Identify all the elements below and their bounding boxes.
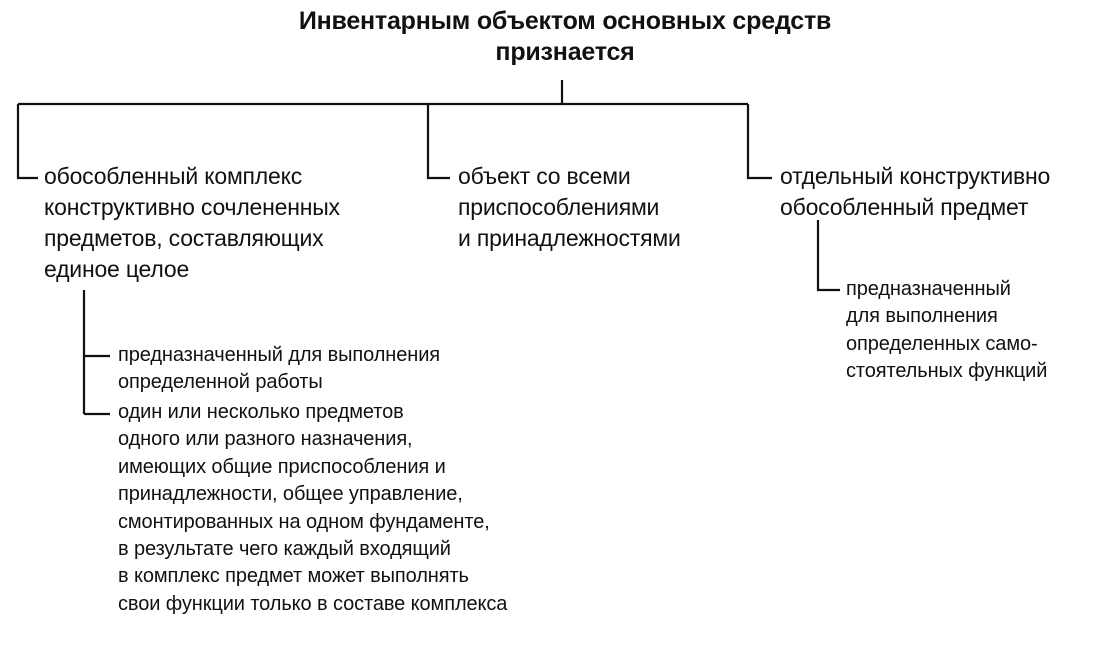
node-line: приспособлениями	[458, 194, 660, 220]
node-line: имеющих общие приспособления и	[118, 455, 446, 478]
node-line: предназначенный для выполнения	[118, 344, 441, 366]
branch-1-child-2-node: один или несколько предметов одного или …	[118, 399, 507, 618]
branch-3-connector	[746, 104, 772, 180]
node-line: определенных само-	[846, 332, 1038, 355]
node-line: свои функции только в составе комплекса	[118, 592, 508, 615]
node-line: одного или разного назначения,	[118, 428, 413, 451]
node-line: предметов, составляющих	[44, 225, 324, 251]
branch-1-connector	[16, 104, 38, 180]
branch-1-node: обособленный комплекс конструктивно сочл…	[44, 161, 340, 285]
node-line: принадлежности, общее управление,	[118, 483, 463, 506]
node-line: один или несколько предметов	[118, 401, 404, 423]
node-line: отдельный конструктивно	[780, 163, 1051, 189]
node-line: определенной работы	[118, 371, 323, 394]
title-line: признается	[495, 38, 635, 66]
node-line: для выполнения	[846, 305, 998, 328]
branch-3-child-1-connector	[816, 220, 840, 292]
node-line: в комплекс предмет может выполнять	[118, 565, 469, 588]
branch-3-child-1-node: предназначенный для выполнения определен…	[846, 276, 1047, 386]
node-line: стоятельных функций	[846, 360, 1048, 383]
node-line: объект со всеми	[458, 163, 631, 189]
node-line: смонтированных на одном фундаменте,	[118, 510, 490, 533]
node-line: предназначенный	[846, 278, 1011, 300]
diagram-title: Инвентарным объектом основных средств пр…	[250, 6, 880, 68]
node-line: и принадлежностями	[458, 225, 681, 251]
node-line: обособленный комплекс	[44, 163, 303, 189]
branch-2-node: объект со всеми приспособлениями и прина…	[458, 161, 681, 254]
node-line: в результате чего каждый входящий	[118, 538, 451, 561]
branch-2-connector	[426, 104, 450, 180]
title-line: Инвентарным объектом основных средств	[298, 7, 832, 35]
branch-1-child-1-node: предназначенный для выполнения определен…	[118, 342, 440, 397]
node-line: конструктивно сочлененных	[44, 194, 340, 220]
branch-3-node: отдельный конструктивно обособленный пре…	[780, 161, 1050, 223]
node-line: обособленный предмет	[780, 194, 1029, 220]
node-line: единое целое	[44, 256, 190, 282]
